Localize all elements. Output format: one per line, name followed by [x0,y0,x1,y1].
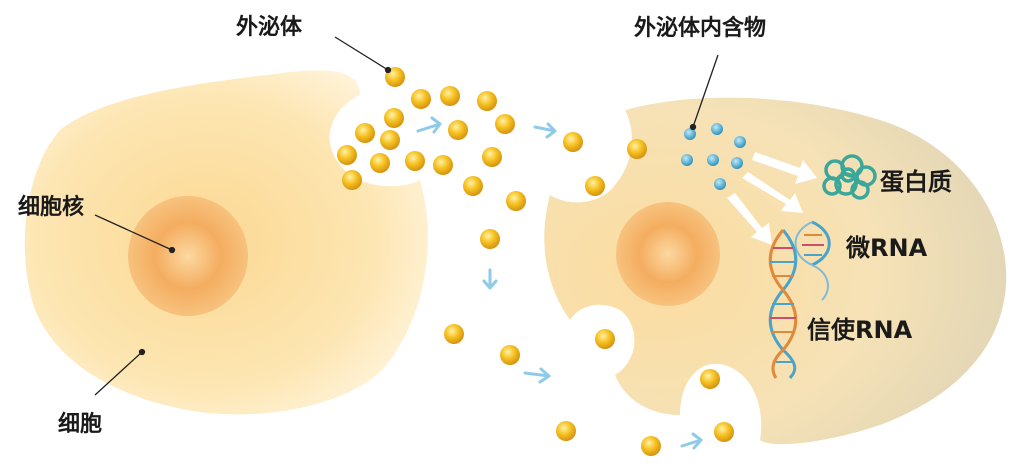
pathway-arrows [727,152,817,245]
cargo-particle [734,136,746,148]
cargo-group [681,123,746,190]
microrna-icon [794,220,831,301]
exosome [641,436,661,456]
exosome [342,170,362,190]
leader-nucleus [94,214,173,251]
exosome [384,108,404,128]
right-cell-membrane [544,97,1007,445]
leader-contents [692,54,719,128]
arrow-to-microrna-icon [742,172,803,213]
exosome-group [337,67,734,456]
arrow-to-protein-icon [752,152,817,184]
exosome [495,114,515,134]
leader-exosome [334,36,389,71]
cargo-particle [684,128,696,140]
exosome [405,151,425,171]
exosome [411,89,431,109]
arrow-icon [680,432,703,450]
label-exosome-contents: 外泌体内含物 [634,16,767,41]
cargo-particle [714,178,726,190]
label-nucleus: 细胞核 [18,195,85,220]
right-cell [544,97,1007,445]
right-nucleus [616,202,720,306]
exosome [506,191,526,211]
exosome [433,155,453,175]
cargo-particle [711,123,723,135]
exosome [595,329,615,349]
label-protein: 蛋白质 [880,168,952,196]
transport-arrows [416,116,703,450]
exosome [482,147,502,167]
exosome [380,130,400,150]
arrow-icon [482,268,498,290]
exosome [556,421,576,441]
exosome [444,324,464,344]
label-microrna: 微RNA [846,234,928,262]
label-cell: 细胞 [58,412,103,437]
exosome [448,120,468,140]
exosome [500,345,520,365]
exosome [585,176,605,196]
exosome [440,86,460,106]
cargo-particle [681,154,693,166]
arrow-icon [533,122,557,139]
leader-cell [94,351,143,396]
exosome [477,91,497,111]
exosome [700,369,720,389]
arrow-icon [523,367,551,384]
left-nucleus [128,196,248,316]
left-cell [24,70,428,415]
exosome [714,422,734,442]
exosome [480,229,500,249]
arrow-to-mrna-icon [727,193,772,245]
arrow-icon [416,116,442,134]
exosome [563,132,583,152]
protein-icon [822,154,877,200]
exosome [355,123,375,143]
mrna-helix-icon [768,229,798,379]
leader-lines [94,36,719,396]
label-mrna: 信使RNA [807,316,913,344]
exosome [370,153,390,173]
label-exosome: 外泌体 [236,15,303,40]
exosome [627,139,647,159]
cargo-particle [707,154,719,166]
exosome [463,176,483,196]
exosome [337,145,357,165]
cargo-particle [731,157,743,169]
